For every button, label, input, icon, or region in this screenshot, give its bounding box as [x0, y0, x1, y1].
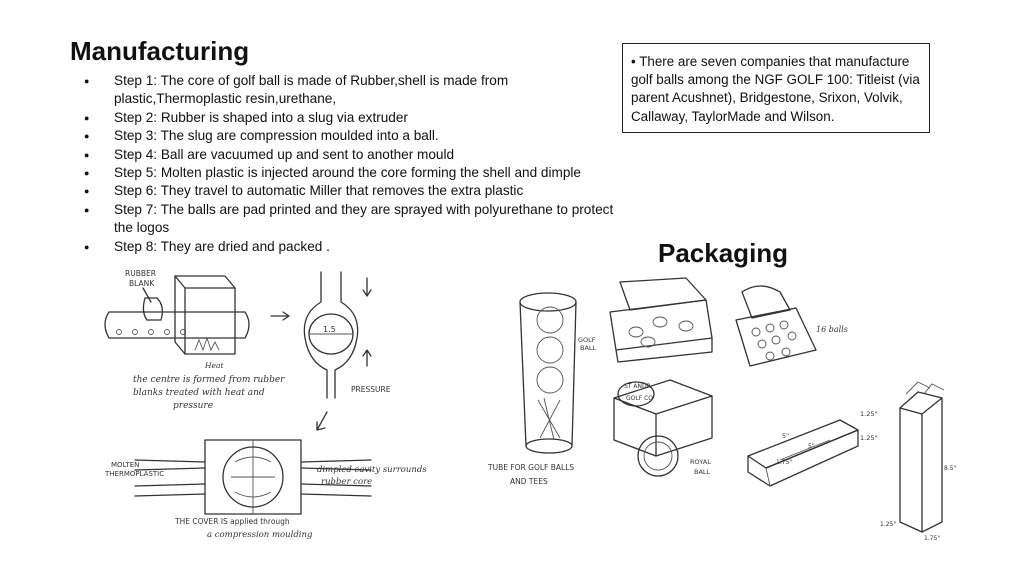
cover-caption: THE COVER IS applied through	[174, 517, 290, 526]
bullet-icon: •	[631, 54, 636, 69]
dimension-label: 5"	[808, 443, 815, 450]
sixteen-balls-label: 16 balls	[816, 325, 848, 334]
sixteen-ball-tray-drawing	[735, 285, 817, 367]
arrow-right-icon	[270, 311, 290, 321]
step-item: Step 6: They travel to automatic Miller …	[84, 182, 614, 201]
core-caption: pressure	[173, 401, 213, 411]
step-item: Step 5: Molten plastic is injected aroun…	[84, 164, 614, 183]
heat-label: Heat	[204, 361, 224, 370]
dimension-label: 1.25"	[880, 521, 896, 528]
step-item: Step 4: Ball are vacuumed up and sent to…	[84, 146, 614, 165]
cavity-caption: dimpled cavity surrounds	[317, 465, 427, 475]
dimension-label: 1.25"	[860, 434, 877, 442]
compression-mould-drawing	[303, 271, 372, 399]
manufacturing-process-sketch: RUBBER BLANK Heat the centre is formed f…	[104, 269, 427, 540]
molten-label: THERMOPLASTIC	[104, 470, 164, 478]
manufacturing-steps-list: Step 1: The core of golf ball is made of…	[84, 72, 614, 256]
cover-caption: a compression moulding	[207, 530, 313, 540]
dimension-label: 5"	[782, 432, 789, 440]
branded-box-drawing	[613, 379, 713, 457]
tube-caption: TUBE FOR GOLF BALLS	[487, 463, 574, 472]
rubber-blank-label: RUBBER	[125, 269, 156, 278]
pressure-label: PRESSURE	[351, 385, 391, 394]
injection-mould-drawing	[134, 439, 372, 515]
golf-ball-label: BALL	[580, 344, 597, 352]
companies-info-text: There are seven companies that manufactu…	[631, 54, 920, 124]
step-item: Step 1: The core of golf ball is made of…	[84, 72, 614, 109]
manufacturing-title: Manufacturing	[70, 36, 250, 66]
st-andrews-label: GOLF CO	[626, 395, 653, 402]
step-item: Step 7: The balls are pad printed and th…	[84, 201, 614, 238]
golf-ball-label: GOLF	[578, 336, 596, 344]
step-item: Step 2: Rubber is shaped into a slug via…	[84, 109, 614, 128]
rubber-blank-label: BLANK	[129, 279, 155, 288]
cavity-caption: rubber core	[321, 477, 372, 487]
dimension-label: 1.75"	[776, 459, 792, 466]
long-box-drawing	[747, 419, 859, 487]
royal-ball-drawing	[637, 435, 679, 477]
golf-ball-tube-drawing	[519, 292, 577, 454]
arrow-down-icon	[316, 411, 328, 431]
heat-chamber-drawing	[174, 275, 236, 355]
dimension-label: 1.75"	[924, 535, 940, 542]
open-ball-box-drawing	[609, 277, 713, 363]
st-andrews-label: ST ANDR	[624, 383, 651, 390]
core-caption: the centre is formed from rubber	[133, 375, 285, 385]
dimension-label: 1.25"	[860, 410, 877, 418]
royal-ball-label: BALL	[694, 468, 711, 476]
dimension-label: 8.5"	[944, 465, 957, 472]
molten-label: MOLTEN	[111, 461, 139, 469]
conveyor-belt-drawing	[104, 297, 250, 339]
step-item: Step 8: They are dried and packed .	[84, 238, 614, 257]
tall-box-drawing	[899, 381, 945, 533]
packaging-sketch: GOLF BALL TUBE FOR GOLF BALLS AND TEES 1…	[487, 277, 957, 542]
core-size-label: 1.5	[323, 325, 336, 334]
packaging-title: Packaging	[658, 238, 789, 268]
royal-ball-label: ROYAL	[690, 458, 711, 466]
tube-caption: AND TEES	[510, 477, 548, 486]
core-caption: blanks treated with heat and	[133, 388, 265, 398]
step-item: Step 3: The slug are compression moulded…	[84, 127, 614, 146]
companies-info-box: • There are seven companies that manufac…	[622, 43, 930, 133]
